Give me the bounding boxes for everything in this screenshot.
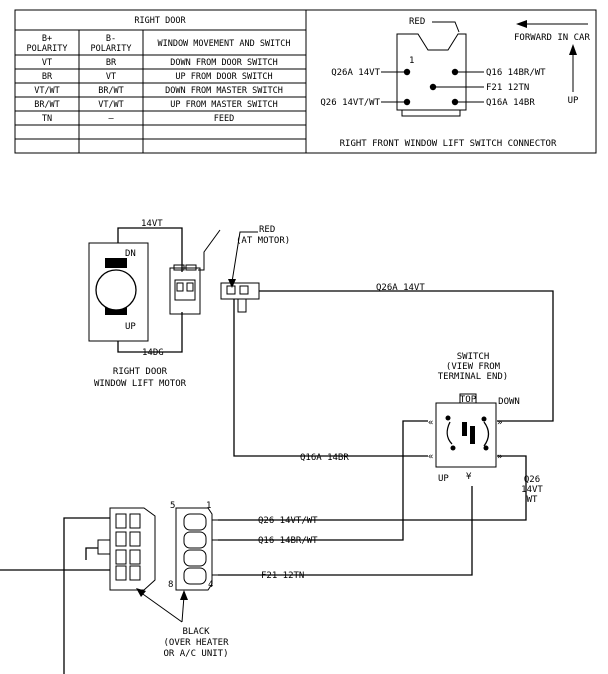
- wire-q26-side: Q26 14VT WT Q26 14VT/WT: [218, 455, 543, 526]
- svg-text:VT/WT: VT/WT: [98, 100, 124, 110]
- motor-up-label: UP: [125, 322, 136, 332]
- svg-text:BR/WT: BR/WT: [98, 86, 124, 96]
- pin-8-label: 8: [168, 580, 173, 590]
- table-row: VT/WT BR/WT DOWN FROM MASTER SWITCH: [34, 86, 283, 96]
- header-bminus: B-: [106, 34, 116, 44]
- pin-4-label: 4: [208, 580, 213, 590]
- pin-1-label: 1: [206, 501, 211, 511]
- black-harness-connector: 5 1 8 4 BLACK (OVER HEATER OR A/C UNIT): [0, 501, 229, 674]
- table-row: BR VT UP FROM DOOR SWITCH: [42, 72, 273, 82]
- svg-text:FEED: FEED: [214, 114, 234, 124]
- wire-q26a: Q26A 14VT: [259, 283, 554, 422]
- motor-dn-label: DN: [125, 249, 136, 259]
- svg-text:VT: VT: [106, 72, 116, 82]
- switch-chevron-right-top: »: [497, 418, 502, 428]
- window-switch: SWITCH (VIEW FROM TERMINAL END) TOP DOWN…: [428, 352, 520, 484]
- wire-q16a: Q16A 14BR: [233, 299, 428, 463]
- connector-caption: RIGHT FRONT WINDOW LIFT SWITCH CONNECTOR: [340, 139, 557, 149]
- pin-left-bottom: [403, 98, 411, 106]
- wire-f21: F21 12TN: [218, 486, 473, 581]
- switch-chevron-left-bottom: «: [428, 452, 433, 462]
- polarity-table: RIGHT DOOR B+ POLARITY B- POLARITY WINDO…: [14, 9, 307, 154]
- table-row: BR/WT VT/WT UP FROM MASTER SWITCH: [34, 100, 278, 110]
- wire-f21-label: F21 12TN: [261, 571, 304, 581]
- connector-pin1-label: 1: [409, 56, 414, 66]
- motor-connector: RED (AT MOTOR): [169, 225, 290, 315]
- window-lift-motor: DN UP RIGHT DOOR WINDOW LIFT MOTOR: [88, 242, 187, 389]
- svg-text:UP FROM DOOR SWITCH: UP FROM DOOR SWITCH: [175, 72, 272, 82]
- svg-text:BR: BR: [42, 72, 53, 82]
- black-label-line2: (OVER HEATER: [163, 638, 229, 648]
- svg-text:UP FROM MASTER SWITCH: UP FROM MASTER SWITCH: [170, 100, 277, 110]
- connector-right2-label: F21 12TN: [486, 83, 529, 93]
- pin-right-1: [451, 68, 459, 76]
- svg-text:BR/WT: BR/WT: [34, 100, 60, 110]
- pin-left-top: [403, 68, 411, 76]
- svg-text:TN: TN: [42, 114, 52, 124]
- pin-5-label: 5: [170, 501, 175, 511]
- pin-right-2: [429, 83, 437, 91]
- switch-up-label: UP: [438, 474, 449, 484]
- black-label-line3: OR A/C UNIT): [163, 649, 228, 659]
- header-bplus: B+: [42, 34, 52, 44]
- table-row: TN — FEED: [42, 114, 234, 124]
- header-window-movement: WINDOW MOVEMENT AND SWITCH: [157, 39, 290, 49]
- svg-text:DOWN FROM DOOR SWITCH: DOWN FROM DOOR SWITCH: [170, 58, 277, 68]
- switch-chevron-bottom: ¥: [466, 472, 472, 482]
- connector-right1-label: Q16 14BR/WT: [486, 68, 546, 78]
- svg-text:DOWN FROM MASTER SWITCH: DOWN FROM MASTER SWITCH: [165, 86, 283, 96]
- switch-chevron-left-top: «: [428, 418, 433, 428]
- wire-q16: Q16 14BR/WT: [218, 420, 428, 546]
- switch-label-line3: TERMINAL END): [438, 372, 508, 382]
- svg-text:VT/WT: VT/WT: [34, 86, 60, 96]
- motor-label-line1: RIGHT DOOR: [113, 367, 168, 377]
- motor-label-line2: WINDOW LIFT MOTOR: [94, 379, 187, 389]
- connector-panel: RED 1 Q26A 14VT Q26 14VT/WT Q16 14BR/WT …: [305, 9, 597, 154]
- switch-label-line1: SWITCH: [457, 352, 490, 362]
- table-row: VT BR DOWN FROM DOOR SWITCH: [42, 58, 278, 68]
- red-motor-connector: [220, 282, 260, 313]
- red-label-line2: (AT MOTOR): [236, 236, 290, 246]
- table-title: RIGHT DOOR: [134, 16, 186, 26]
- switch-down-label: DOWN: [498, 397, 520, 407]
- connector-red-label: RED: [409, 17, 425, 27]
- up-arrow-icon: [569, 44, 577, 55]
- wire-14dg-label: 14DG: [142, 348, 164, 358]
- forward-arrow-icon: [516, 20, 527, 28]
- pin-right-3: [451, 98, 459, 106]
- q26-side-line3: WT: [527, 495, 538, 505]
- black-callout-arrow-left-icon: [136, 588, 146, 597]
- svg-text:—: —: [108, 114, 114, 124]
- switch-chevron-right-bottom: »: [497, 452, 502, 462]
- wire-q26a-label: Q26A 14VT: [376, 283, 425, 293]
- q26-side-line2: 14VT: [521, 485, 543, 495]
- header-bminus-polarity: POLARITY: [91, 44, 132, 54]
- connector-left-top-label: Q26A 14VT: [331, 68, 380, 78]
- wire-q16-label: Q16 14BR/WT: [258, 536, 318, 546]
- svg-text:VT: VT: [42, 58, 52, 68]
- black-callout-arrow-right-icon: [180, 590, 188, 600]
- connector-forward-label: FORWARD IN CAR: [514, 33, 590, 43]
- wire-q26-label: Q26 14VT/WT: [258, 516, 318, 526]
- header-bplus-polarity: POLARITY: [27, 44, 68, 54]
- connector-right3-label: Q16A 14BR: [486, 98, 535, 108]
- q26-side-line1: Q26: [524, 475, 540, 485]
- svg-text:BR: BR: [106, 58, 117, 68]
- black-label-line1: BLACK: [182, 627, 210, 637]
- connector-left-bottom-label: Q26 14VT/WT: [320, 98, 380, 108]
- motor-wires: 14VT 14DG: [117, 219, 183, 358]
- switch-top-label: TOP: [460, 395, 477, 405]
- switch-label-line2: (VIEW FROM: [446, 362, 501, 372]
- wire-q16a-label: Q16A 14BR: [300, 453, 349, 463]
- red-label-line1: RED: [259, 225, 275, 235]
- wire-14vt-label: 14VT: [141, 219, 163, 229]
- connector-up-label: UP: [568, 96, 579, 106]
